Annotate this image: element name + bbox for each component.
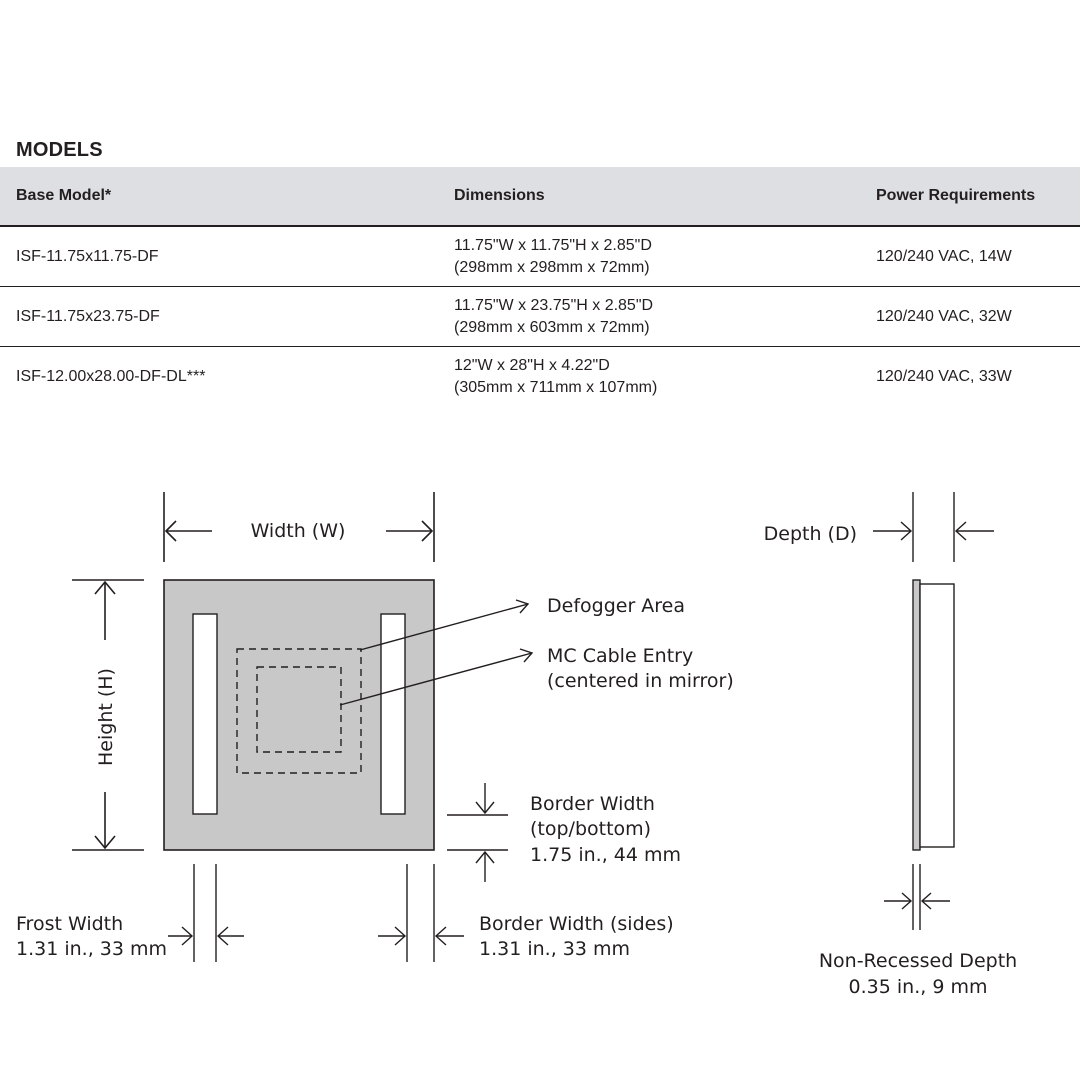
dimensions-mm: (305mm x 711mm x 107mm)	[454, 378, 658, 396]
border-sides-arrowhead-right	[434, 926, 447, 946]
height-arrowhead-top	[94, 580, 116, 595]
mc-cable-label: MC Cable Entry	[547, 645, 693, 667]
depth-label: Depth (D)	[764, 523, 857, 545]
border-sides-label: Border Width (sides)	[479, 913, 674, 935]
height-arrowhead-bottom	[94, 835, 116, 850]
frost-width-label: Frost Width	[16, 913, 123, 935]
frost-width-value: 1.31 in., 33 mm	[16, 938, 167, 960]
dimensions-inches: 11.75"W x 23.75"H x 2.85"D	[454, 296, 654, 314]
nonrecessed-arrowhead-left	[901, 892, 913, 910]
mc-cable-leader-line	[339, 652, 533, 706]
cell-power: 120/240 VAC, 33W	[876, 367, 1012, 385]
mirror-side-glass	[912, 579, 921, 851]
mc-cable-sublabel: (centered in mirror)	[547, 670, 734, 692]
header-dimensions: Dimensions	[454, 167, 876, 227]
frost-strip-right	[380, 613, 406, 815]
table-row: ISF-11.75x11.75-DF 11.75"W x 11.75"H x 2…	[0, 226, 1080, 287]
models-table: Base Model* Dimensions Power Requirement…	[0, 167, 1080, 406]
cell-model: ISF-11.75x11.75-DF	[0, 226, 454, 287]
border-tb-label: Border Width	[530, 793, 655, 815]
dimensions-mm: (298mm x 298mm x 72mm)	[454, 258, 650, 276]
dimensions-inches: 11.75"W x 11.75"H x 2.85"D	[454, 236, 652, 254]
defogger-leader-arrowhead	[515, 599, 530, 614]
cell-power: 120/240 VAC, 14W	[876, 226, 1080, 287]
mirror-side-housing	[919, 583, 955, 848]
depth-arrowhead-left	[900, 521, 913, 541]
cell-dimensions: 11.75"W x 11.75"H x 2.85"D (298mm x 298m…	[454, 226, 876, 287]
frost-arrowhead-right	[216, 926, 229, 946]
cell-dimensions: 11.75"W x 23.75"H x 2.85"D (298mm x 603m…	[454, 286, 876, 347]
cell-dimensions: 12"W x 28"H x 4.22"D (305mm x 711mm x 10…	[454, 347, 876, 407]
mc-cable-leader-arrowhead	[519, 648, 534, 663]
width-arrowhead-left	[164, 520, 177, 542]
header-base-model: Base Model*	[0, 167, 454, 227]
nonrecessed-arrowhead-right	[920, 892, 932, 910]
mc-cable-entry-outline	[256, 666, 342, 753]
border-tb-sublabel: (top/bottom)	[530, 818, 651, 840]
dimensions-mm: (298mm x 603mm x 72mm)	[454, 318, 650, 336]
cell-model: ISF-12.00x28.00-DF-DL***	[16, 367, 206, 385]
width-arrowhead-right	[421, 520, 434, 542]
table-row: ISF-11.75x23.75-DF 11.75"W x 23.75"H x 2…	[0, 286, 1080, 347]
nonrecessed-value: 0.35 in., 9 mm	[849, 976, 988, 998]
dimensions-inches: 12"W x 28"H x 4.22"D	[454, 356, 610, 374]
defogger-area-outline	[236, 648, 362, 774]
height-label: Height (H)	[95, 668, 117, 766]
section-title: MODELS	[16, 139, 103, 161]
cell-model: ISF-11.75x23.75-DF	[0, 286, 454, 347]
defogger-leader-line	[359, 603, 529, 651]
table-row: ISF-12.00x28.00-DF-DL*** 12"W x 28"H x 4…	[0, 347, 1080, 407]
border-tb-arrowhead-bottom	[475, 850, 495, 864]
nonrecessed-label: Non-Recessed Depth	[819, 950, 1017, 972]
depth-arrowhead-right	[954, 521, 967, 541]
frost-arrowhead-left	[181, 926, 194, 946]
border-sides-value: 1.31 in., 33 mm	[479, 938, 630, 960]
border-tb-value: 1.75 in., 44 mm	[530, 844, 681, 866]
table-header-row: Base Model* Dimensions Power Requirement…	[0, 167, 1080, 227]
defogger-label: Defogger Area	[547, 595, 685, 617]
border-sides-arrowhead-left	[394, 926, 407, 946]
header-power: Power Requirements	[876, 167, 1080, 227]
width-label: Width (W)	[251, 520, 346, 542]
frost-strip-left	[192, 613, 218, 815]
border-tb-arrowhead-top	[475, 801, 495, 815]
cell-power: 120/240 VAC, 32W	[876, 286, 1080, 347]
